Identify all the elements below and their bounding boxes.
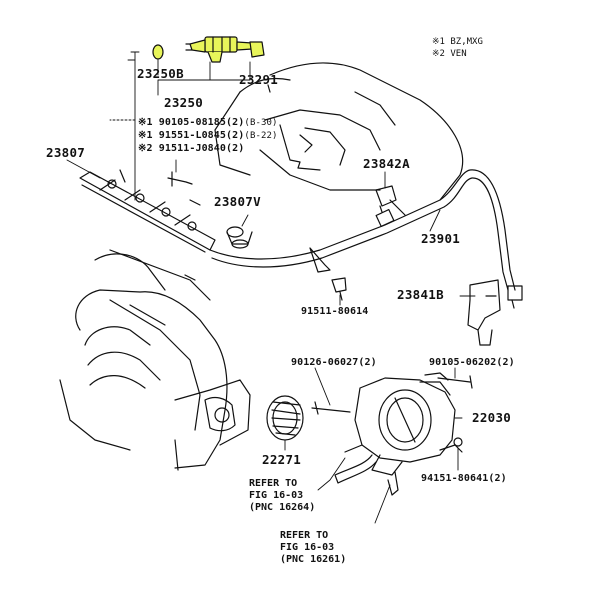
part-label-91511-80614: 91511-80614 bbox=[301, 306, 369, 317]
part-label-23842a: 23842A bbox=[363, 156, 410, 171]
injector-23250-drawing bbox=[185, 36, 253, 63]
o-ring-23250b-drawing bbox=[152, 44, 164, 60]
hose-16261-drawing bbox=[387, 471, 399, 496]
damper-23807v-drawing bbox=[226, 226, 253, 249]
part-label-23807: 23807 bbox=[46, 145, 86, 160]
model-note-2: ※2 VEN bbox=[432, 49, 467, 59]
part-label-23807v: 23807V bbox=[214, 194, 261, 209]
gasket-22271-drawing bbox=[266, 395, 304, 441]
part-label-23250b: 23250B bbox=[137, 66, 184, 81]
refer-to-fig-16264: REFER TO FIG 16-03 (PNC 16264) bbox=[249, 478, 316, 513]
bolts-drawing bbox=[167, 171, 473, 389]
sensor-23841b-drawing bbox=[467, 279, 501, 346]
refer-to-fig-16261: REFER TO FIG 16-03 (PNC 16261) bbox=[280, 530, 347, 565]
fuel-rail-drawing bbox=[79, 169, 216, 253]
hose-16264-drawing bbox=[334, 454, 377, 484]
clip-23842a-drawing bbox=[375, 185, 397, 213]
part-label-22030: 22030 bbox=[472, 410, 512, 425]
bolt-label-1: ※1 90105-08185(2)(B-30) bbox=[138, 117, 278, 128]
part-label-23291: 23291 bbox=[239, 72, 279, 87]
part-label-90105-06202: 90105-06202(2) bbox=[429, 357, 515, 368]
part-label-22271: 22271 bbox=[262, 452, 302, 467]
part-label-23250: 23250 bbox=[164, 95, 204, 110]
cap-23291-drawing bbox=[249, 41, 265, 58]
bolt-label-2: ※1 91551-L0845(2)(B-22) bbox=[138, 130, 278, 141]
fuel-pipe-drawing bbox=[209, 169, 523, 309]
part-label-23841b: 23841B bbox=[397, 287, 444, 302]
bolt-label-3: ※2 91511-J0840(2) bbox=[138, 143, 245, 154]
throttle-body-22030-drawing bbox=[311, 372, 463, 476]
part-label-23901: 23901 bbox=[421, 231, 461, 246]
model-note-1: ※1 BZ,MXG bbox=[432, 37, 483, 47]
intake-manifold-drawing bbox=[59, 199, 251, 471]
part-label-90126-06027: 90126-06027(2) bbox=[291, 357, 377, 368]
leader-lines bbox=[66, 51, 476, 524]
engine-cover-drawing bbox=[214, 62, 464, 216]
part-label-94151-80641: 94151-80641(2) bbox=[421, 473, 507, 484]
